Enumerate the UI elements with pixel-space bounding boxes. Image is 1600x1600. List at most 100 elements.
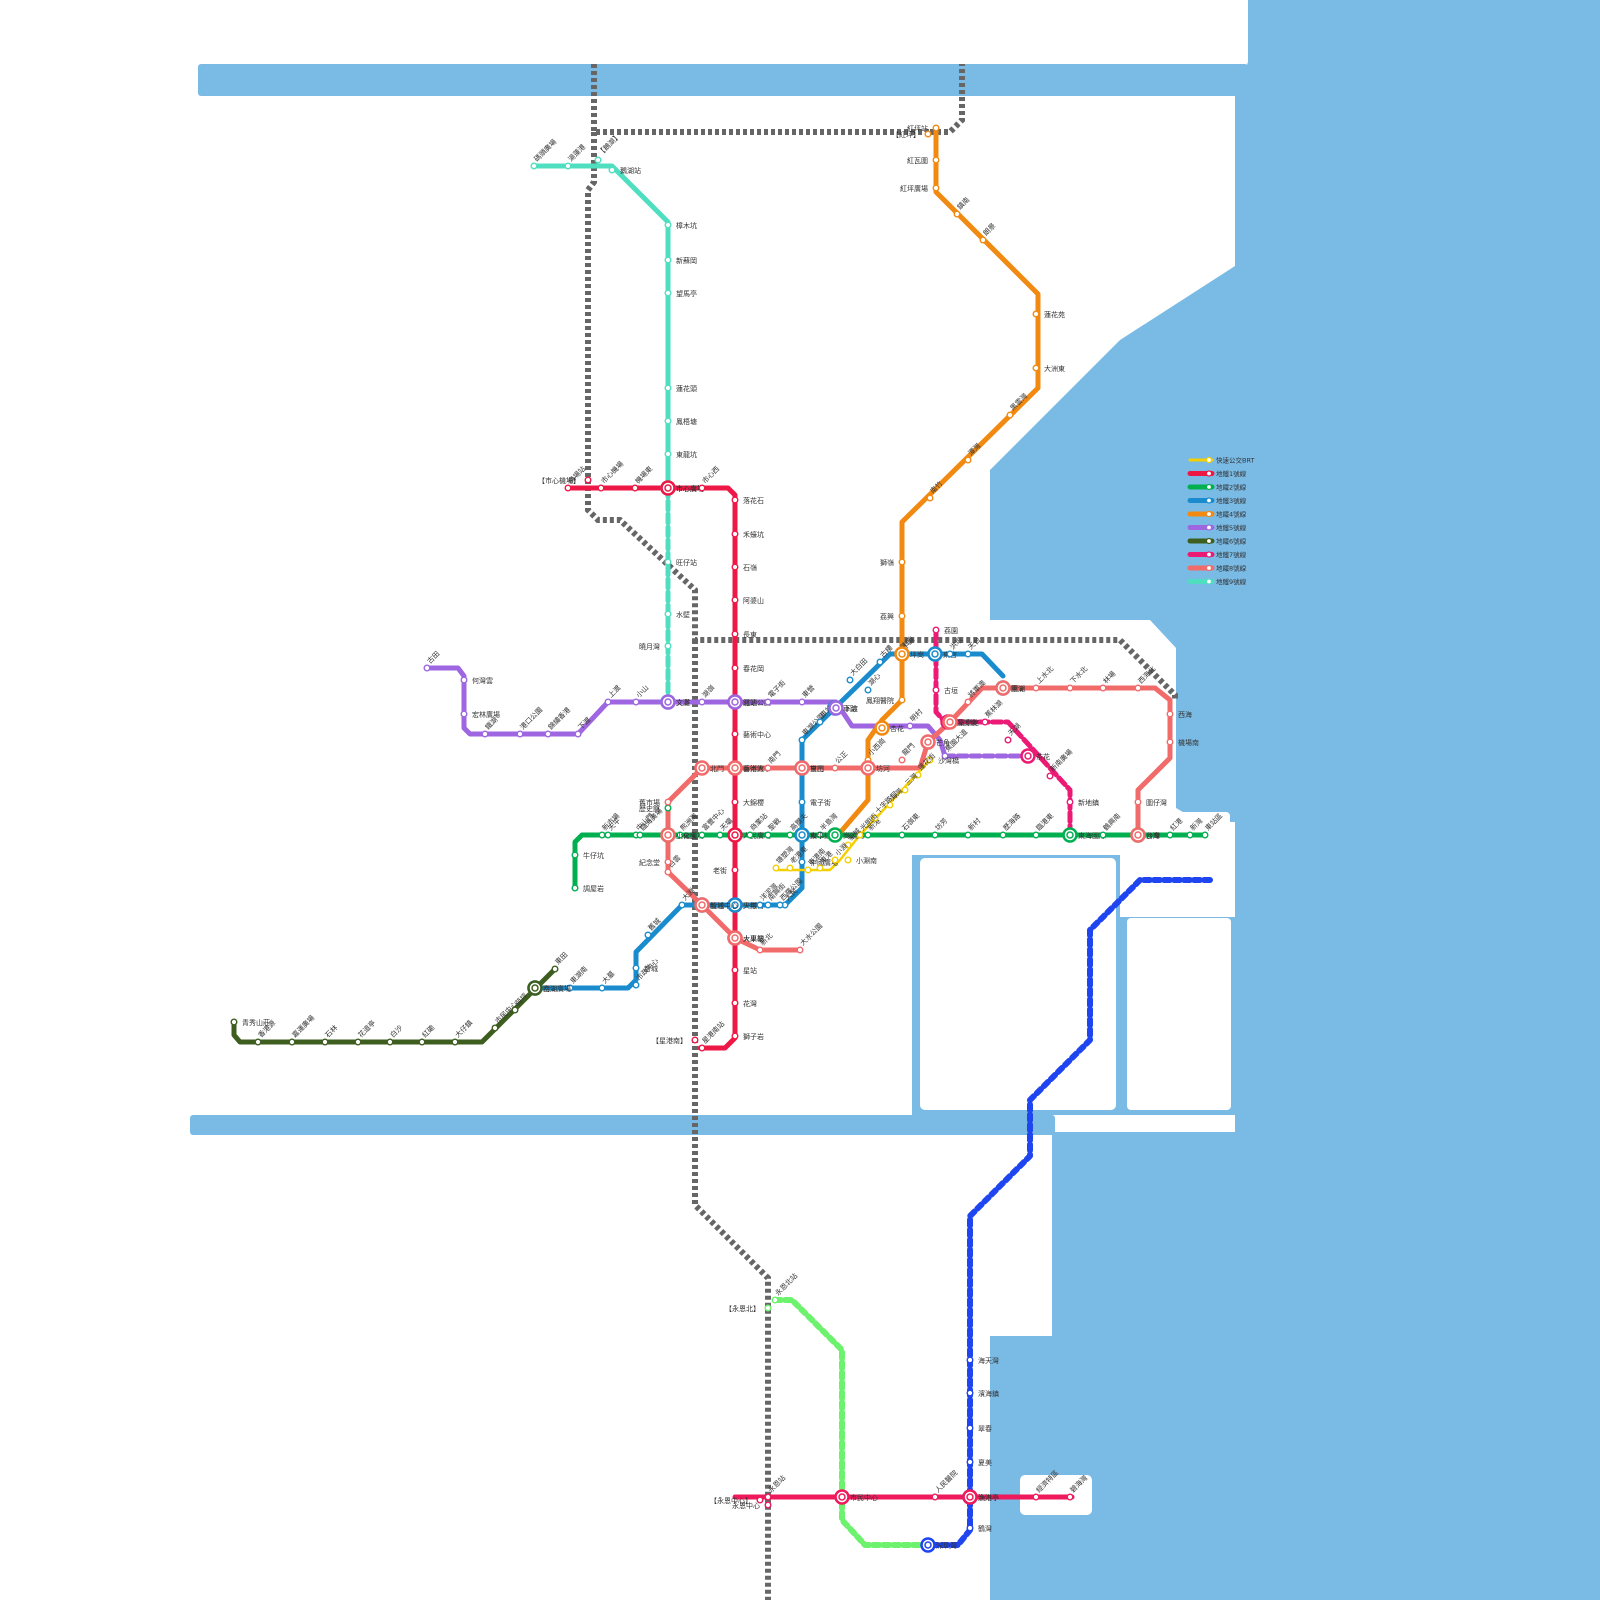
- station-l8-22[interactable]: 火車站: [727, 930, 765, 946]
- station-south_blue-5[interactable]: 鶴灣: [966, 1524, 992, 1533]
- station-l8-2[interactable]: 藝術館: [727, 760, 765, 776]
- station-l8-7[interactable]: 龍門: [898, 741, 916, 764]
- station-l9-7[interactable]: 蓮花頭: [664, 384, 697, 393]
- station-l1-7[interactable]: 禾蠔坑: [731, 530, 764, 539]
- station-l2-0[interactable]: 牛仔坑: [571, 851, 604, 860]
- station-l3-10[interactable]: 中國廣場: [798, 858, 838, 867]
- station-l5-9[interactable]: 文灘: [660, 694, 691, 710]
- station-l8-6[interactable]: 坊河: [860, 760, 891, 776]
- station-l1-22[interactable]: 獅子岩: [731, 1032, 764, 1041]
- station-south_blue-1[interactable]: 濱海鎮: [966, 1389, 999, 1398]
- station-south_green-1[interactable]: 【永恩北】: [725, 1304, 772, 1313]
- station-l1-24[interactable]: 【星港南】: [652, 1036, 699, 1045]
- station-l8-17[interactable]: 機場南: [1166, 738, 1199, 747]
- station-l4-5[interactable]: 朗景: [979, 221, 997, 244]
- station-l8-26[interactable]: 紀念堂: [639, 858, 672, 867]
- station-l1-21[interactable]: 花灣: [731, 999, 757, 1008]
- station-l1-11[interactable]: 春花岡: [731, 664, 764, 673]
- station-dot: [230, 1018, 238, 1026]
- station-l4-8[interactable]: 黑雲灣: [1006, 391, 1029, 419]
- station-l8-21[interactable]: 新城中心: [694, 897, 739, 913]
- station-l9-2[interactable]: 【鵝湖】: [594, 131, 622, 164]
- station-l4-7[interactable]: 大洲東: [1032, 364, 1065, 373]
- station-dot: [664, 558, 672, 566]
- station-l9-6[interactable]: 望馬亭: [664, 289, 697, 298]
- station-l2-1[interactable]: 調屋岩: [571, 884, 604, 893]
- station-l8-8[interactable]: 芒角: [920, 734, 951, 750]
- station-l2-9[interactable]: 崗頭門: [827, 827, 865, 843]
- station-l5-2[interactable]: 宏林廣場: [460, 710, 500, 719]
- station-l3-9[interactable]: 和平: [794, 827, 825, 843]
- station-l3-17[interactable]: 新城: [632, 964, 658, 973]
- station-l9-5[interactable]: 新蘇岡: [664, 256, 697, 265]
- station-l9-4[interactable]: 樟木坑: [664, 221, 697, 230]
- station-l9-8[interactable]: 鳳梧塘: [664, 417, 697, 426]
- station-l8-25[interactable]: 小公園: [660, 827, 698, 843]
- station-l4-6[interactable]: 蓮花苑: [1032, 310, 1065, 319]
- station-dot: [796, 946, 804, 954]
- station-l8-4[interactable]: 東門: [794, 760, 825, 776]
- station-l7-0[interactable]: 荔園: [932, 626, 958, 635]
- station-south_blue-2[interactable]: 翠春: [966, 1424, 992, 1433]
- station-l4-15[interactable]: 杏花: [874, 720, 905, 736]
- station-l1-8[interactable]: 石嶺: [731, 563, 757, 572]
- station-l4-14[interactable]: 鳳翔醫院: [866, 696, 906, 705]
- station-l1-10[interactable]: 長東: [731, 630, 757, 639]
- station-brt-7[interactable]: 小淵南: [844, 856, 877, 865]
- station-l1-4[interactable]: 市心廣場: [660, 480, 705, 496]
- station-l4-3[interactable]: 紅坪廣場: [900, 184, 940, 193]
- station-l1-17[interactable]: 老街: [713, 866, 739, 875]
- station-south_blue-6[interactable]: 深圳灣: [920, 1537, 958, 1553]
- station-l1-9[interactable]: 阿婆山: [731, 596, 764, 605]
- station-l4-12[interactable]: 荔興: [880, 612, 906, 621]
- station-l9-11[interactable]: 旺仔站: [664, 558, 697, 567]
- station-l9-13[interactable]: 曉月灣: [639, 642, 672, 651]
- station-l1-16[interactable]: 人民廣場: [727, 827, 772, 843]
- station-l1-1[interactable]: 【市心機場】: [538, 476, 592, 485]
- station-l6-0[interactable]: 青秀山莊: [230, 1018, 270, 1027]
- station-l7-7[interactable]: 新地鎮: [1066, 798, 1099, 807]
- station-south_red-1[interactable]: 永恩中心: [732, 1501, 772, 1510]
- station-l8-10[interactable]: 將軍澳: [964, 678, 987, 706]
- station-l9-9[interactable]: 東龍坑: [664, 450, 697, 459]
- station-dot: [571, 851, 579, 859]
- station-l4-4[interactable]: 鎮南: [953, 195, 971, 218]
- station-l8-9[interactable]: 電學館: [942, 714, 980, 730]
- station-south_red-2[interactable]: 【永恩中心】: [710, 1496, 764, 1505]
- station-l4-2[interactable]: 紅瓦圍: [907, 156, 940, 165]
- station-l1-13[interactable]: 藝術中心: [731, 730, 771, 739]
- station-south_red-5[interactable]: 漁港亭: [962, 1489, 1000, 1505]
- station-l5-11[interactable]: 鐵頭: [727, 694, 758, 710]
- station-l3-8[interactable]: 電子街: [798, 798, 831, 807]
- station-l7-1[interactable]: 古垣: [932, 686, 958, 695]
- station-l5-1[interactable]: 何灣雲: [460, 676, 493, 685]
- station-south_red-3[interactable]: 市民中心: [834, 1489, 879, 1505]
- station-l4-0[interactable]: 紅坪站: [907, 124, 940, 133]
- station-l3-13[interactable]: 天鐵: [727, 897, 758, 913]
- station-l8-18[interactable]: 圍仔灣: [1134, 798, 1167, 807]
- station-l8-1[interactable]: 北門: [694, 760, 725, 776]
- station-l4-11[interactable]: 獅嶺: [880, 558, 906, 567]
- station-l8-0[interactable]: 舊市場: [639, 798, 672, 807]
- station-l1-20[interactable]: 星站: [731, 966, 757, 975]
- station-l7-6[interactable]: 新南廣場: [1046, 747, 1074, 780]
- station-l8-24[interactable]: 大水公園: [796, 921, 824, 954]
- station-brt-0[interactable]: 沙灣橋: [926, 756, 959, 765]
- station-l5-14[interactable]: 下渡: [828, 700, 859, 716]
- station-l1-15[interactable]: 大錦櫻: [731, 798, 764, 807]
- station-south_blue-0[interactable]: 海天灣: [966, 1356, 999, 1365]
- station-l8-19[interactable]: 沙灣: [1130, 827, 1161, 843]
- station-l9-12[interactable]: 水壁: [664, 610, 690, 619]
- station-l1-6[interactable]: 落花石: [731, 496, 764, 505]
- station-l7-5[interactable]: 茶花: [1020, 748, 1051, 764]
- station-l6-10[interactable]: 西湖廣場: [527, 980, 572, 996]
- station-l9-3[interactable]: 鵝湖站: [608, 166, 641, 175]
- station-l4-13[interactable]: 坪崗: [894, 646, 925, 662]
- station-l8-16[interactable]: 西海: [1166, 710, 1192, 719]
- station-l6-11[interactable]: 東田: [551, 950, 569, 973]
- station-l2-16[interactable]: 東海國際: [1062, 827, 1107, 843]
- station-south_blue-3[interactable]: 夏美: [966, 1458, 992, 1467]
- station-l8-11[interactable]: 圓洲: [995, 680, 1026, 696]
- station-l4-1[interactable]: 【紅坪】: [892, 130, 932, 139]
